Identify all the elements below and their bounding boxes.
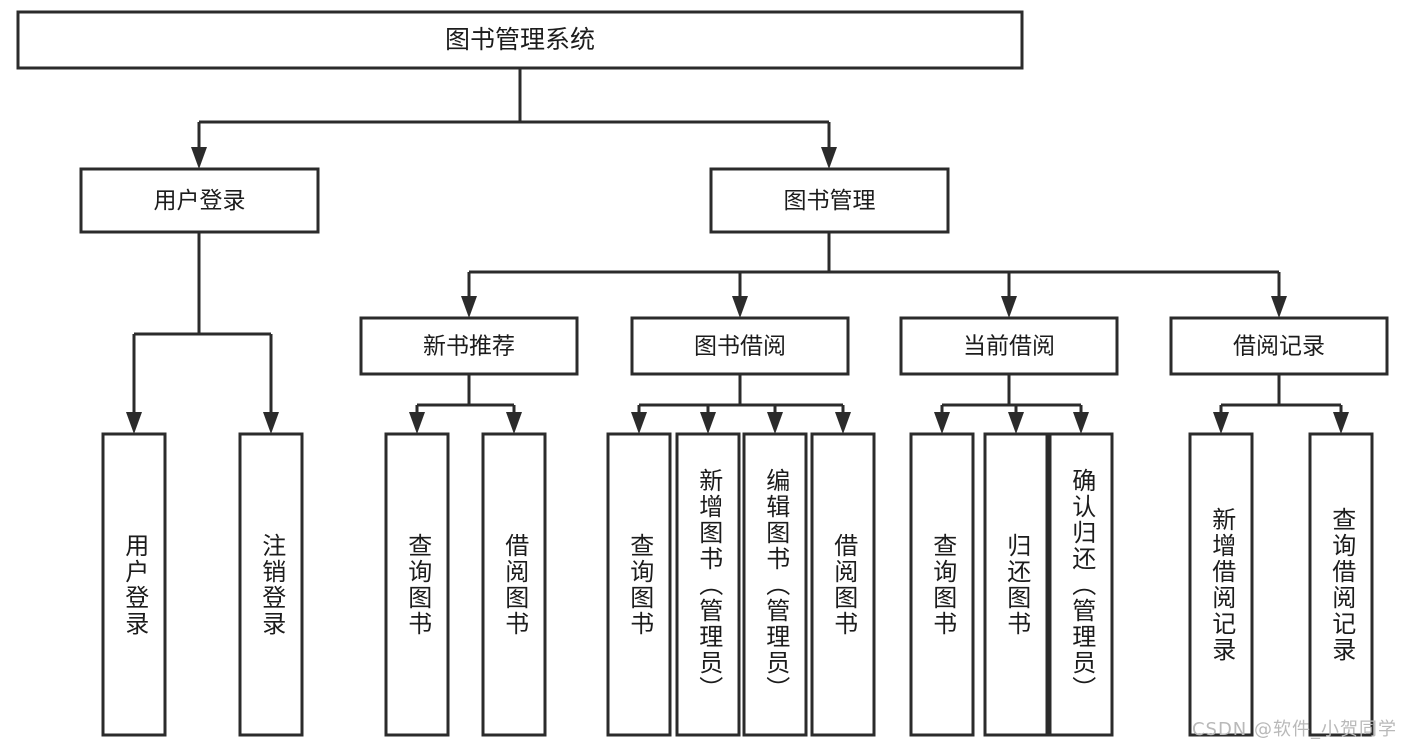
node-new-book-recommend-label: 新书推荐 (423, 334, 515, 360)
connectors-layer (126, 68, 1349, 434)
node-leaf-query-book-1-box[interactable] (384, 432, 450, 737)
node-user-login-label: 用户登录 (154, 188, 246, 214)
arrow-head-icon (263, 412, 279, 434)
arrow-head-icon (821, 147, 837, 169)
arrow-head-icon (1333, 412, 1349, 434)
node-borrow-record-label: 借阅记录 (1233, 334, 1325, 360)
arrow-head-icon (835, 412, 851, 434)
node-leaf-logout-login-box[interactable] (238, 432, 304, 737)
node-leaf-add-borrow-record-box[interactable] (1188, 432, 1254, 737)
arrow-head-icon (767, 412, 783, 434)
arrow-head-icon (700, 412, 716, 434)
node-leaf-query-book-2-box[interactable] (606, 432, 672, 737)
node-book-manage-box[interactable] (709, 167, 950, 234)
arrow-head-icon (1271, 296, 1287, 318)
arrow-head-icon (1001, 296, 1017, 318)
arrow-head-icon (1008, 412, 1024, 434)
node-new-book-recommend[interactable]: 新书推荐 (359, 316, 579, 376)
root-node-label: 图书管理系统 (445, 25, 595, 54)
arrow-head-icon (1073, 412, 1089, 434)
node-leaf-user-login-box[interactable] (101, 432, 167, 737)
node-book-manage-label: 图书管理 (784, 188, 876, 214)
node-new-book-recommend-box[interactable] (359, 316, 579, 376)
arrow-head-icon (409, 412, 425, 434)
watermark-text: CSDN @软件_小贺同学 (1191, 719, 1397, 740)
node-book-borrow-box[interactable] (630, 316, 850, 376)
arrow-head-icon (461, 296, 477, 318)
node-current-borrow[interactable]: 当前借阅 (899, 316, 1119, 376)
node-leaf-return-book-box[interactable] (983, 432, 1049, 737)
node-leaf-confirm-return-box[interactable] (1048, 432, 1114, 737)
arrow-head-icon (732, 296, 748, 318)
root-node[interactable]: 图书管理系统 (16, 10, 1024, 70)
node-borrow-record-box[interactable] (1169, 316, 1389, 376)
arrow-head-icon (506, 412, 522, 434)
node-book-borrow-label: 图书借阅 (694, 334, 786, 360)
node-user-login-box[interactable] (79, 167, 320, 234)
node-leaf-query-book-3-box[interactable] (909, 432, 975, 737)
node-leaf-add-book-admin-box[interactable] (675, 432, 741, 737)
arrow-head-icon (934, 412, 950, 434)
node-leaf-borrow-book-1-box[interactable] (481, 432, 547, 737)
node-book-borrow[interactable]: 图书借阅 (630, 316, 850, 376)
node-leaf-query-borrow-record-box[interactable] (1308, 432, 1374, 737)
arrow-head-icon (126, 412, 142, 434)
arrow-head-icon (631, 412, 647, 434)
root-node-box[interactable] (16, 10, 1024, 70)
node-borrow-record[interactable]: 借阅记录 (1169, 316, 1389, 376)
node-current-borrow-box[interactable] (899, 316, 1119, 376)
arrow-head-icon (191, 147, 207, 169)
node-user-login[interactable]: 用户登录 (79, 167, 320, 234)
node-current-borrow-label: 当前借阅 (963, 334, 1055, 360)
arrow-head-icon (1213, 412, 1229, 434)
node-leaf-borrow-book-2-box[interactable] (810, 432, 876, 737)
node-leaf-edit-book-admin-box[interactable] (742, 432, 808, 737)
node-book-manage[interactable]: 图书管理 (709, 167, 950, 234)
